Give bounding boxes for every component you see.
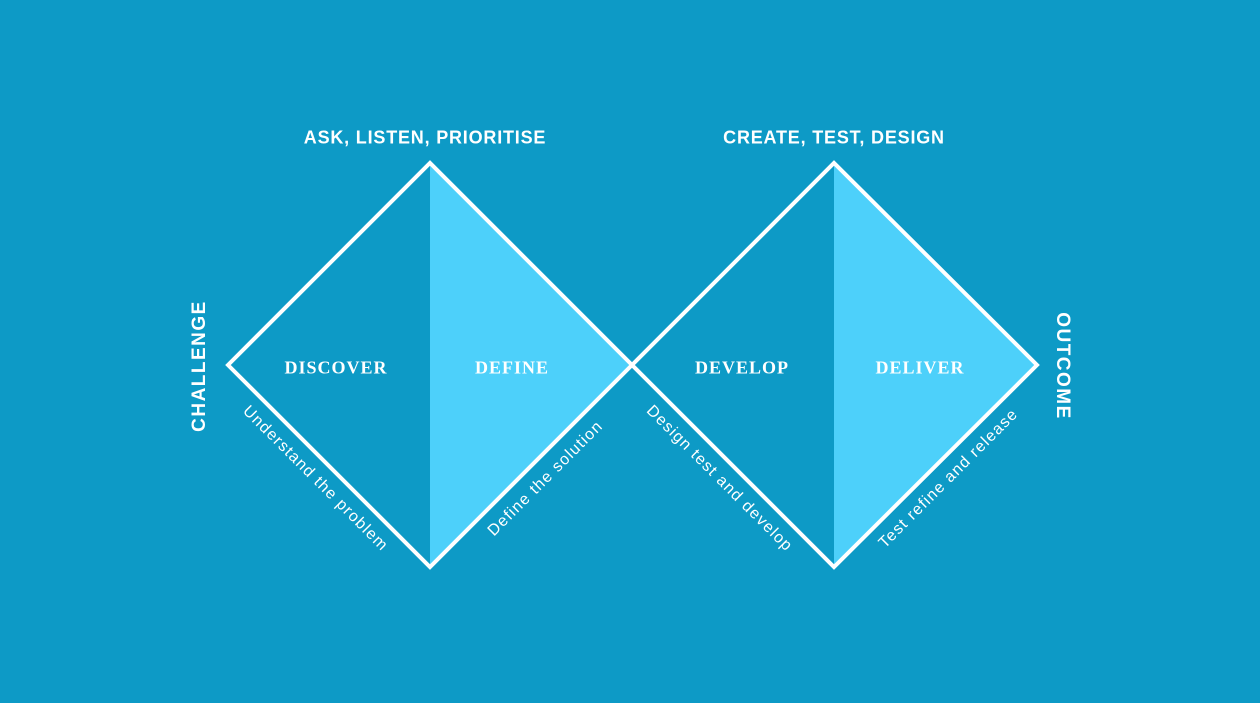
discover-phase-label: DISCOVER bbox=[284, 357, 388, 378]
discover-triangle bbox=[228, 163, 430, 567]
right-diamond-heading: CREATE, TEST, DESIGN bbox=[723, 127, 945, 148]
deliver-triangle bbox=[834, 163, 1037, 567]
define-phase-label: DEFINE bbox=[474, 357, 550, 378]
define-triangle bbox=[430, 163, 632, 567]
develop-phase-label: DEVELOP bbox=[694, 357, 790, 378]
develop-triangle bbox=[632, 163, 834, 567]
left-diamond-heading: ASK, LISTEN, PRIORITISE bbox=[303, 127, 547, 148]
challenge-axis-label: CHALLENGE bbox=[189, 300, 210, 432]
deliver-phase-label: DELIVER bbox=[875, 357, 965, 378]
right-diamond-outline bbox=[629, 160, 1040, 570]
outcome-axis-label: OUTCOME bbox=[1052, 312, 1073, 420]
